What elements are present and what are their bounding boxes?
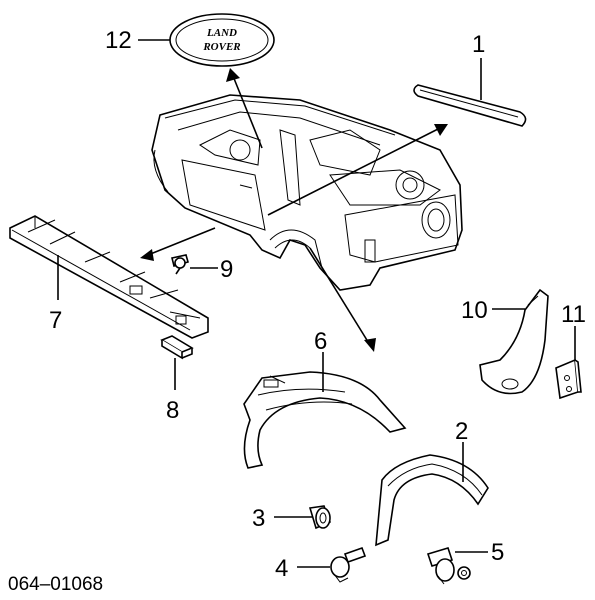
sill-rail-part-7 [9, 215, 209, 339]
badge-text-land: LAND [206, 27, 237, 39]
callout-6: 6 [314, 328, 327, 355]
callout-1: 1 [472, 31, 485, 58]
callout-10: 10 [461, 297, 488, 324]
arrow-to-sill-rail [140, 227, 216, 261]
callout-2: 2 [455, 418, 468, 445]
callout-3: 3 [252, 505, 265, 532]
arrow-to-arch-liner [309, 247, 376, 352]
land-rover-badge: LAND ROVER [169, 13, 275, 67]
callout-7: 7 [49, 307, 62, 334]
vehicle-body-shell [151, 94, 463, 291]
arrow-to-trim-strip [267, 124, 448, 216]
callout-9: 9 [220, 256, 233, 283]
bracket-part-11 [555, 358, 582, 400]
callout-11: 11 [561, 301, 586, 328]
arrow-to-badge [226, 68, 263, 149]
badge-text-rover: ROVER [202, 41, 240, 53]
clip-part-8 [160, 335, 194, 360]
arch-moulding-part-2 [375, 454, 489, 547]
callout-12: 12 [105, 27, 132, 54]
callout-4: 4 [275, 555, 288, 582]
callout-8: 8 [166, 397, 179, 424]
grommet-part-3 [308, 505, 332, 530]
wheel-arch-liner-part-6 [243, 371, 407, 469]
diagram-reference-number: 064–01068 [8, 574, 103, 595]
screw-part-5 [426, 547, 471, 585]
trim-strip-part-1 [413, 84, 527, 127]
fastener-part-4 [330, 546, 367, 583]
clip-part-9 [171, 254, 189, 275]
mud-flap-part-10 [479, 288, 549, 395]
callout-5: 5 [491, 539, 504, 566]
